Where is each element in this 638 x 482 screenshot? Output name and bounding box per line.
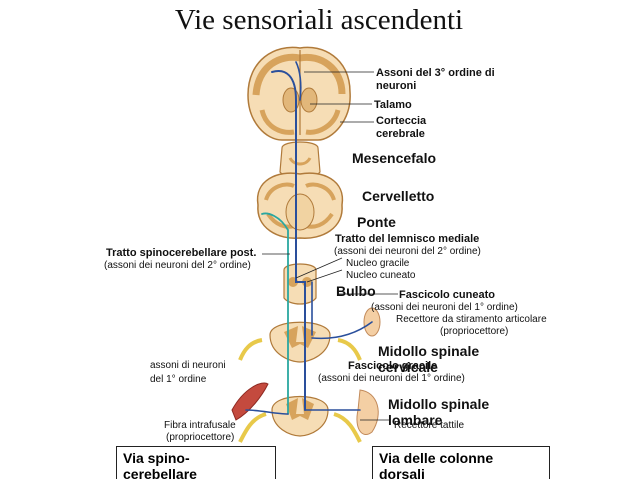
cerebrum-section [247,46,351,141]
label-medial-lemniscus: Tratto del lemnisco mediale [335,233,480,245]
label-nucleus-cuneatus: Nucleo cuneato [346,270,416,281]
label-lumbar-cord-2: lombare [388,412,443,428]
label-third-order-axons-2: neuroni [376,80,417,92]
label-third-order-axons: Assoni del 3° ordine di [376,67,495,79]
label-cortex: Corteccia [376,115,427,127]
lumbar-cord-section [238,395,362,443]
medulla-section [283,263,317,305]
label-spinocerebellar-tract: Tratto spinocerebellare post. [106,247,257,259]
label-proprioceptor-b: (propriocettore) [166,432,235,443]
label-stretch-receptor: Recettore da stiramento articolare [396,314,547,325]
box-left-line2: cerebellare [123,466,197,482]
label-cervical-cord: Midollo spinale [378,343,480,359]
label-first-order-neurons: assoni di neuroni [150,360,226,371]
label-second-order-right: (assoni dei neuroni del 2° ordine) [334,246,481,257]
spinocerebellar-pathway [245,212,289,415]
label-lumbar-cord: Midollo spinale [388,396,490,412]
label-tactile-receptor: Recettore tattile [394,420,465,431]
label-thalamus: Talamo [374,99,412,111]
label-first-order-a: (assoni dei neuroni del 1° ordine) [371,302,518,313]
label-midbrain: Mesencefalo [352,150,437,166]
label-first-order-b: (assoni dei neuroni del 1° ordine) [318,373,465,384]
midbrain-section [279,141,321,179]
page-title: Vie sensoriali ascendenti [174,4,464,36]
label-cerebellum: Cervelletto [362,188,435,204]
label-cortex-2: cerebrale [376,128,425,140]
spinocerebellar-pathway-box: Via spino- cerebellare [116,446,276,482]
label-cervical-cord-2: cervicale [378,359,438,375]
label-pons: Ponte [357,214,396,230]
label-intrafusal-fiber: Fibra intrafusale [164,420,236,431]
cerebellum-section [256,172,344,239]
tactile-receptor-icon [356,389,379,435]
label-fasciculus-gracilis: Fascicolo gracile [348,360,438,372]
dorsal-column-pathway [271,61,373,411]
label-first-order-neurons-2: del 1° ordine [150,374,207,385]
box-left-line1: Via spino- [123,450,190,466]
label-nucleus-gracilis: Nucleo gracile [346,258,410,269]
dorsal-columns-pathway-box: Via delle colonne dorsali [372,446,550,482]
muscle-spindle-icon [231,382,269,421]
cervical-cord-section [238,321,362,363]
box-right-line2: dorsali [379,466,425,482]
label-proprioceptor-a: (propriocettore) [440,326,509,337]
leader-lines [262,71,398,421]
box-right-line1: Via delle colonne [379,450,494,466]
label-fasciculus-cuneatus: Fascicolo cuneato [399,289,495,301]
label-second-order-left: (assoni dei neuroni del 2° ordine) [104,260,251,271]
label-medulla: Bulbo [336,283,376,299]
